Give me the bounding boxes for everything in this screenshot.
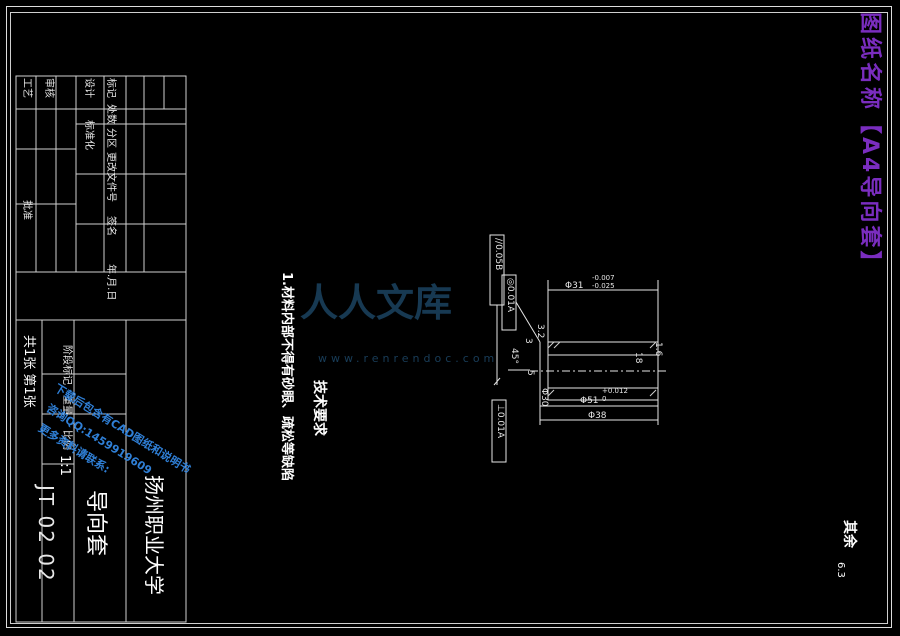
design-label: 设计	[83, 78, 94, 98]
watermark-url: www.renrendoc.com	[318, 352, 499, 365]
process-label: 工艺	[21, 78, 32, 98]
drawing-name-label: 图纸名称【A4导向套】	[857, 12, 882, 276]
review-label: 审核	[43, 78, 54, 98]
approve-label: 批准	[21, 200, 32, 220]
surface-rest-value: 6.3	[835, 562, 846, 578]
row-header-change-doc: 更改文件号	[105, 152, 116, 202]
part-name: 导向套	[83, 490, 108, 557]
dim-d51-tol-low: 0	[602, 395, 606, 403]
row-header-sign: 签名	[105, 216, 116, 236]
drawing-code: JT 02 02	[34, 485, 58, 583]
row-header-zone: 分区	[105, 128, 116, 148]
scale-value: 1:1	[57, 455, 72, 476]
dim-d30: Φ30	[539, 388, 549, 407]
standardize-label: 标准化	[83, 120, 94, 150]
tech-req-title: 技术要求	[311, 380, 327, 436]
dim-angle: 45°	[509, 348, 519, 364]
dim-d51: Φ51	[580, 396, 599, 406]
dim-len-5: 5	[525, 370, 535, 376]
dim-d51-tol-up: +0.012	[602, 387, 628, 395]
dim-len-3: 3	[523, 338, 533, 344]
dim-d31-tol-up: -0.007	[592, 274, 615, 282]
row-header-date: 年.月.日	[105, 264, 116, 301]
drawing-outer-frame	[6, 6, 892, 628]
surface-rest-label: 其余	[841, 520, 857, 548]
title-block	[15, 75, 187, 623]
watermark-brand: 人人文库	[300, 281, 453, 325]
sheet-info: 共1张 第1张	[21, 335, 36, 408]
drawing-inner-frame	[10, 12, 888, 624]
tech-req-item-1: 1.材料内部不得有砂眼、疏松等缺陷	[279, 272, 294, 481]
dim-len-18: 18	[633, 352, 643, 364]
gdt-perpendicular: ⊥0.01A	[495, 404, 505, 439]
row-header-count: 处数	[105, 104, 116, 124]
ra-3-2: 3.2	[535, 324, 545, 338]
gdt-coaxial: ◎0.01A	[505, 278, 515, 313]
dim-d31: Φ31	[565, 281, 584, 291]
school-name: 扬州职业大学	[142, 475, 166, 595]
gdt-parallel: //0.05B	[493, 238, 503, 270]
row-header-mark: 标记	[105, 78, 116, 98]
part-drawing: //0.05B ◎0.01A ⊥0.01A Φ31 -0.007 -0.025 …	[489, 234, 666, 463]
dim-d31-tol-low: -0.025	[592, 282, 615, 290]
dim-d38: Φ38	[588, 411, 607, 421]
ra-1-6: 1.6	[653, 342, 663, 357]
stage-label: 阶段标记	[61, 345, 72, 385]
